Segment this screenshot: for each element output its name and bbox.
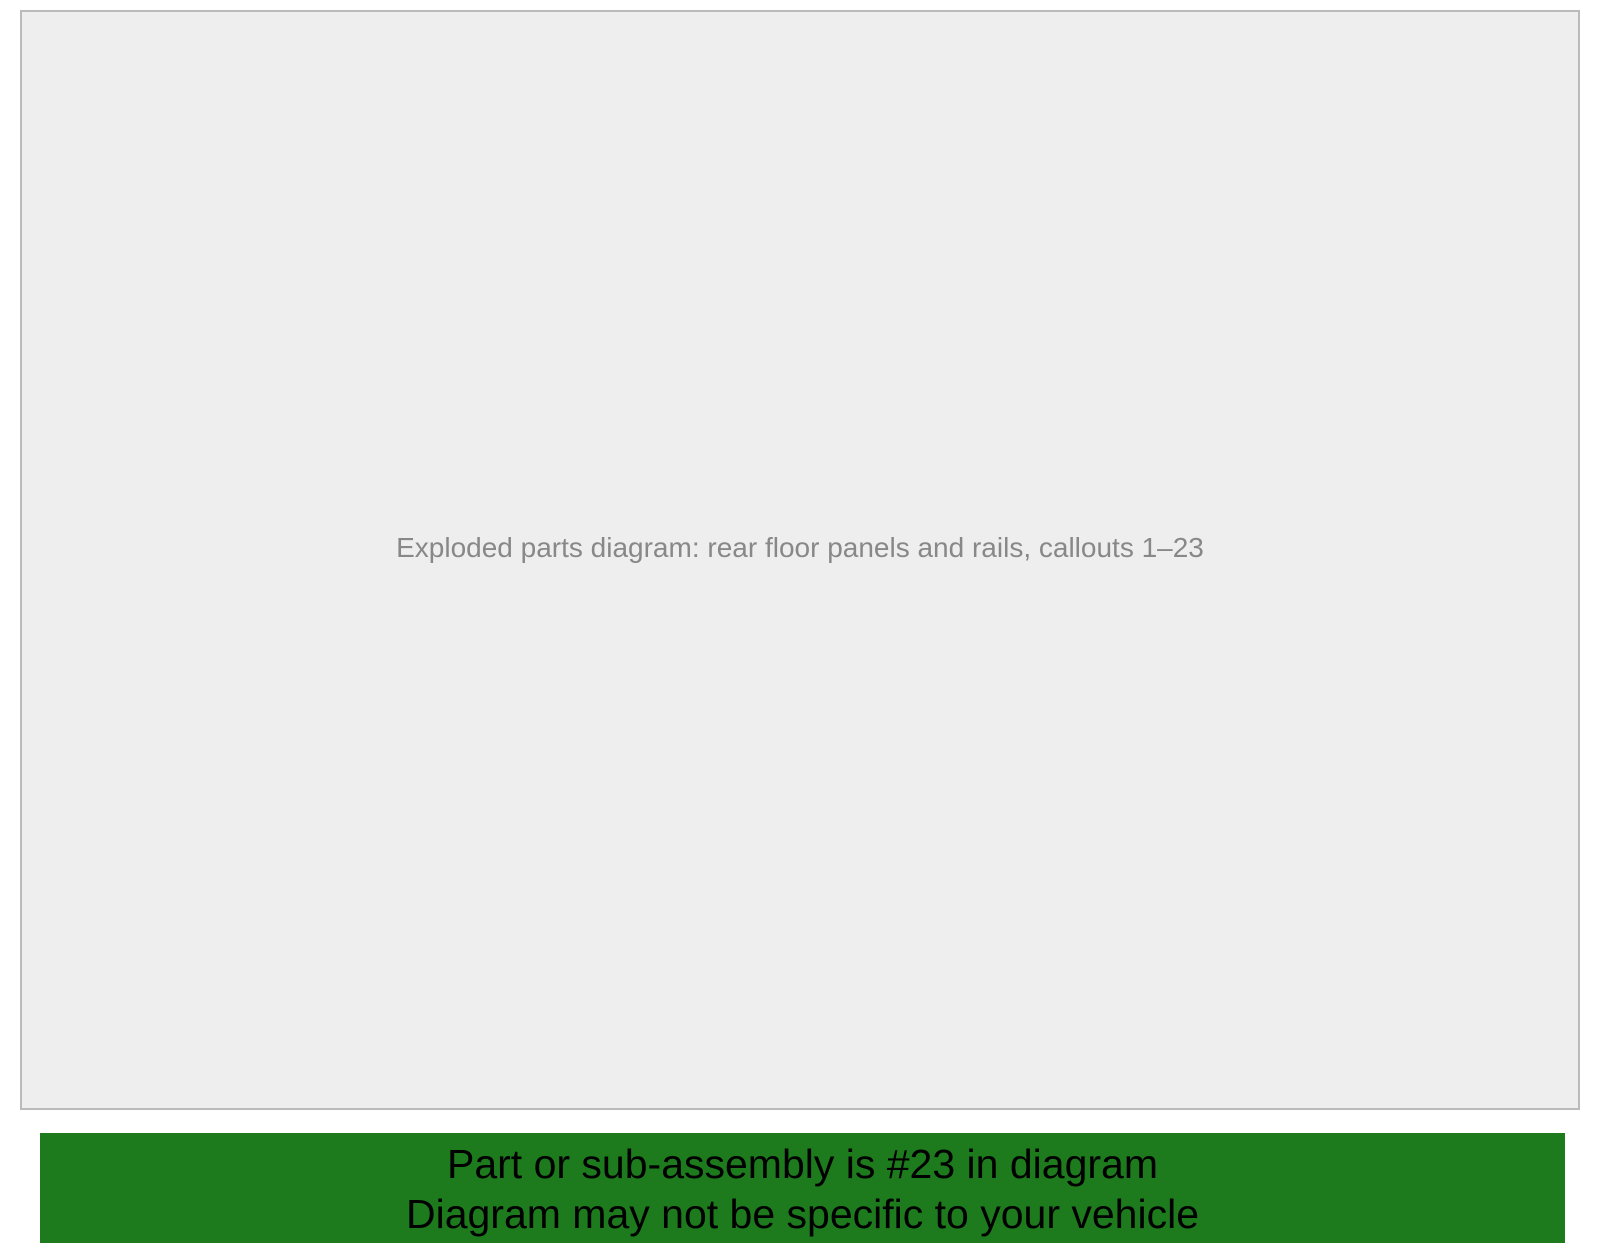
banner-line-1: Part or sub-assembly is #23 in diagram — [447, 1141, 1158, 1187]
parts-diagram-placeholder: Exploded parts diagram: rear floor panel… — [20, 10, 1580, 1110]
info-banner: Part or sub-assembly is #23 in diagram D… — [40, 1133, 1565, 1243]
placeholder-label: Exploded parts diagram: rear floor panel… — [396, 532, 1204, 563]
banner-line-2: Diagram may not be specific to your vehi… — [405, 1191, 1199, 1237]
